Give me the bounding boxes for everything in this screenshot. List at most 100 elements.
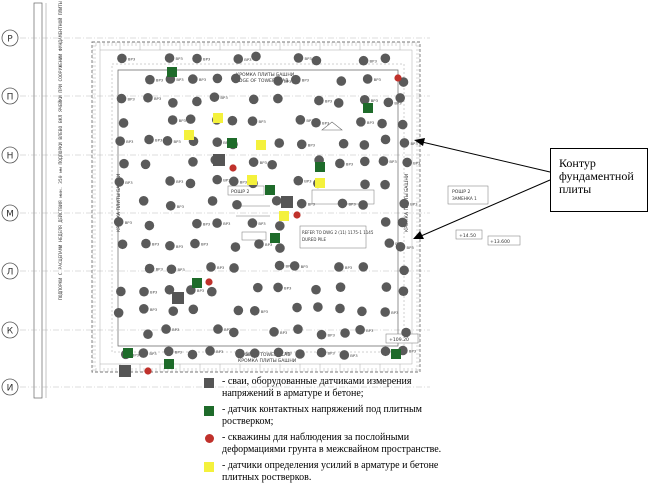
pile (273, 282, 283, 293)
contact-sensor (265, 185, 275, 195)
contact-sensor (164, 359, 174, 369)
pile (296, 198, 307, 209)
axis-label: И (7, 384, 14, 394)
pile (360, 179, 370, 190)
pile (311, 117, 321, 128)
pile (247, 218, 258, 228)
pile (273, 76, 283, 86)
pile-tag: ВР3 (155, 137, 163, 142)
pile-tag: ВР3 (322, 121, 330, 126)
pile-tag: ВР3 (177, 204, 185, 209)
pile-tag: ВР3 (366, 328, 374, 333)
pile (113, 217, 124, 227)
pile (230, 73, 241, 84)
pile (165, 240, 175, 251)
rebar-sensor (247, 175, 257, 185)
contact-sensor (363, 103, 373, 113)
level-mark-1: +14.50 (459, 233, 476, 239)
zone-label-center: РОШР 2 (231, 189, 250, 195)
pile-tag: ВР3 (306, 118, 314, 123)
pile-tag: ВР3 (265, 242, 273, 247)
pile (213, 324, 223, 334)
rebar-sensor (213, 113, 223, 123)
pile (314, 95, 324, 106)
pile (380, 134, 391, 145)
edge-label-top-en: EDGE OF TOWER SLAB (236, 78, 288, 84)
pile (289, 261, 300, 271)
pile (167, 115, 178, 125)
pile (212, 174, 223, 185)
pile (271, 195, 282, 206)
pile (228, 176, 239, 187)
contact-sensor (123, 348, 133, 358)
pile (192, 53, 202, 64)
pile-tag: ВР3 (244, 57, 252, 62)
pile (192, 96, 202, 107)
legend-item-contact-sensor: - датчик контактных напряжений под плитн… (202, 404, 452, 428)
pile (185, 178, 196, 189)
axis-circle (1, 378, 19, 396)
pile (358, 262, 369, 272)
pile-tag: ВР3 (261, 309, 269, 314)
pile (230, 242, 241, 252)
pile (293, 53, 304, 63)
axis-circle (1, 146, 19, 164)
pile-tag: ВР3 (176, 244, 184, 249)
pile (138, 196, 149, 206)
pile (356, 117, 366, 127)
rebar-sensor (256, 140, 266, 150)
pile-tag: ВР3 (350, 353, 358, 358)
pile (377, 118, 387, 129)
contour-ruler (92, 42, 420, 372)
pile-tag: ВР3 (259, 119, 267, 124)
refer-note-2: DURED PILE (302, 237, 326, 242)
pile (267, 159, 277, 170)
axis-label: М (6, 210, 14, 220)
pile (143, 92, 153, 103)
contact-sensor (270, 233, 280, 243)
pile (359, 156, 370, 167)
foundation-plan-drawing: ПОДПОРКИ С РАСЦЕПАМИ НЕДЕЛЯ ДЕЙСТВИЯ мин… (1, 1, 551, 399)
pile (233, 305, 244, 316)
pile (212, 73, 223, 84)
pile (188, 304, 199, 315)
pile (251, 51, 261, 62)
pile-tag: ВР3 (280, 330, 288, 335)
pile-tag: ВР3 (302, 78, 310, 83)
pile (378, 156, 389, 166)
pile-tag: ВР3 (128, 56, 136, 61)
edge-label-left-ru: КРОМКА ПЛИТЫ БАШНИ (116, 174, 122, 232)
borehole (229, 164, 237, 172)
pile-tag: ВР3 (407, 245, 415, 250)
pile-tag: ВР3 (150, 290, 158, 295)
pile (140, 159, 151, 170)
pile-tag: ВР3 (224, 327, 232, 332)
pile (273, 93, 283, 104)
side-note-strip: ПОДПОРКИ С РАСЦЕПАМИ НЕДЕЛЯ ДЕЙСТВИЯ мин… (33, 1, 64, 399)
pile-tag: ВР3 (176, 56, 184, 61)
pile (114, 177, 125, 187)
pile-tag: ВР3 (284, 285, 292, 290)
pile-tag: ВР3 (176, 179, 184, 184)
pile (168, 306, 179, 316)
pile-tag: ВР3 (409, 349, 417, 354)
axis-label: К (7, 327, 14, 337)
contact-sensor (167, 67, 177, 77)
pile-tag: ВР3 (173, 139, 181, 144)
pile-tag: ВР3 (301, 264, 309, 269)
pile (205, 346, 215, 356)
instrumented-pile (213, 154, 225, 166)
pile-tag: ВР3 (304, 56, 312, 61)
pile (402, 157, 412, 168)
pile (188, 74, 198, 84)
pile (187, 349, 198, 360)
slab-contour-callout: Контур фундаментной плиты (550, 148, 648, 212)
pile-tag: ВР3 (348, 201, 356, 206)
pile (185, 114, 196, 124)
pile-tag: ВР3 (260, 160, 268, 165)
pile-tag: ВР3 (156, 267, 164, 272)
pile-tag: ВР3 (258, 221, 266, 226)
rebar-sensor (184, 130, 194, 140)
pile (313, 302, 323, 312)
